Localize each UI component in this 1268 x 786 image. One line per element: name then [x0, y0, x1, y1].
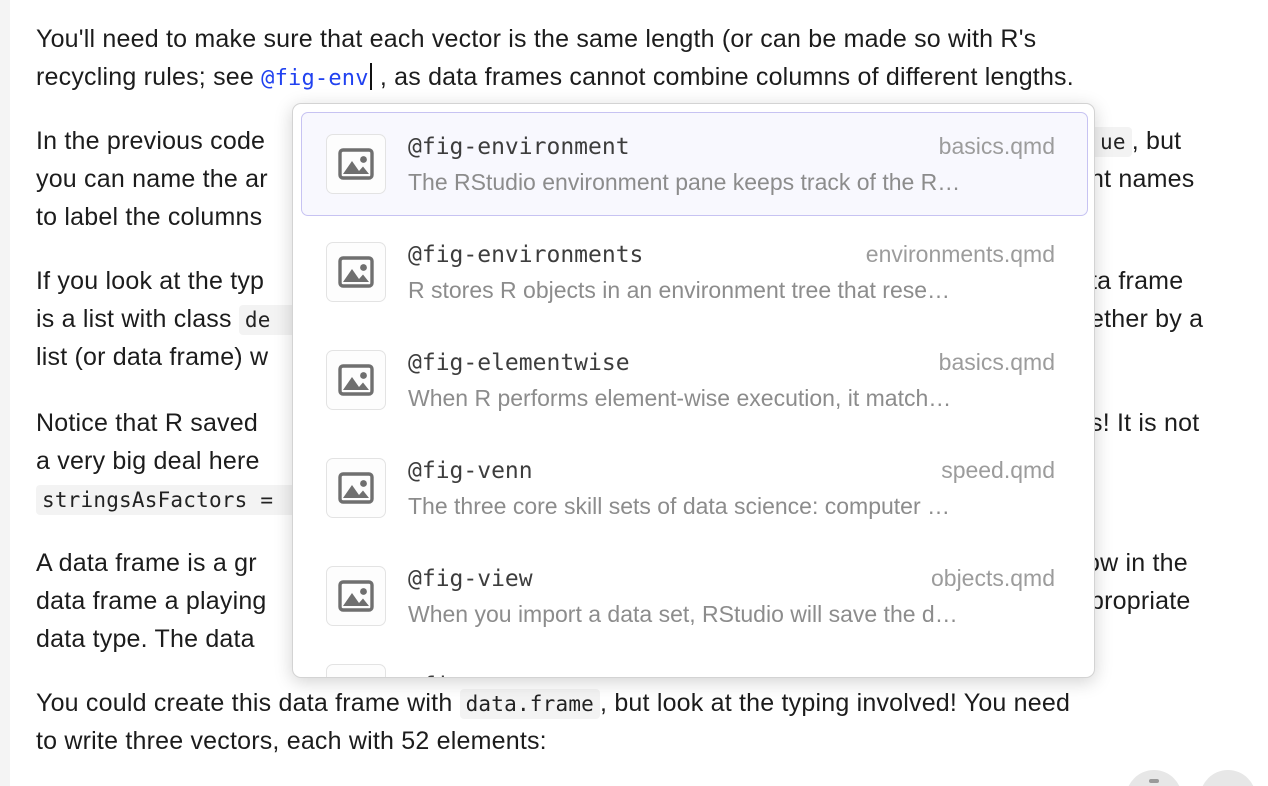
body-text: to write three vectors, each with 52 ele… — [36, 727, 547, 755]
body-text: You could create this data frame with — [36, 689, 460, 717]
body-text: ta frame — [1090, 267, 1184, 295]
body-text: s! It is not — [1090, 409, 1200, 437]
paragraph-line: You could create this data frame with da… — [36, 689, 1071, 719]
body-text: A data frame is a gr — [36, 549, 257, 577]
source-file-label: environments.qmd — [865, 240, 1055, 267]
source-file-label: speed.qmd — [941, 456, 1055, 483]
body-text: data frame a playing — [36, 587, 267, 615]
figure-caption-preview: When R performs element-wise execution, … — [408, 384, 952, 411]
autocomplete-item-fig-venn[interactable]: @fig-venn speed.qmd The three core skill… — [301, 436, 1088, 540]
paragraph-line: recycling rules; see @fig-env , as data … — [36, 63, 1074, 93]
body-text: ow in the — [1086, 549, 1188, 577]
body-text: Notice that R saved — [36, 409, 258, 437]
body-text: ether by a — [1090, 305, 1204, 333]
paragraph-line: a very big deal here — [36, 447, 260, 475]
paragraph-line: A data frame is a gr — [36, 549, 257, 577]
paragraph-line: nt names — [1090, 165, 1194, 193]
body-text: you can name the ar — [36, 165, 268, 193]
autocomplete-item-partial[interactable]: @fig- — [301, 652, 1088, 677]
autocomplete-item-fig-environments[interactable]: @fig-environments environments.qmd R sto… — [301, 220, 1088, 324]
source-file-label: objects.qmd — [930, 564, 1055, 591]
crossref-id: @fig-view — [408, 565, 533, 592]
source-file-label: basics.qmd — [938, 132, 1055, 159]
body-text: propriate — [1090, 587, 1191, 615]
paragraph-line: data frame a playing — [36, 587, 267, 615]
image-placeholder-icon — [338, 256, 374, 288]
figure-thumbnail-box — [326, 242, 386, 302]
paragraph-line: is a list with class de — [36, 305, 305, 335]
crossref-token[interactable]: @fig-env — [261, 66, 369, 91]
image-placeholder-icon — [338, 148, 374, 180]
crossref-id: @fig- — [408, 673, 477, 677]
body-text: , as data frames cannot combine columns … — [372, 63, 1074, 91]
text-cursor — [369, 63, 372, 90]
paragraph-line: ether by a — [1090, 305, 1203, 333]
body-text: nt names — [1090, 165, 1195, 193]
body-text: to label the columns — [36, 203, 263, 231]
figure-thumbnail-box — [326, 134, 386, 194]
body-text: You'll need to make sure that each vecto… — [36, 25, 1037, 53]
paragraph-line: ta frame — [1090, 267, 1183, 295]
body-text: data type. The data — [36, 625, 255, 653]
autocomplete-item-fig-environment[interactable]: @fig-environment basics.qmd The RStudio … — [301, 112, 1088, 216]
figure-caption-preview: The RStudio environment pane keeps track… — [408, 168, 961, 195]
crossref-id: @fig-environments — [408, 241, 644, 268]
image-placeholder-icon — [338, 364, 374, 396]
editor-floating-button-left[interactable] — [1126, 770, 1182, 786]
figure-thumbnail-box — [326, 350, 386, 410]
figure-caption-preview: R stores R objects in an environment tre… — [408, 276, 951, 303]
source-file-label: basics.qmd — [938, 348, 1055, 375]
body-text: , but — [1131, 127, 1182, 155]
paragraph-line: s! It is not — [1090, 409, 1199, 437]
paragraph-line: stringsAsFactors = — [36, 485, 308, 515]
paragraph-line: ue, but — [1090, 127, 1182, 157]
paragraph-line: data type. The data — [36, 625, 255, 653]
paragraph-line: ow in the — [1086, 549, 1188, 577]
editor-left-gutter — [0, 0, 10, 786]
crossref-id: @fig-environment — [408, 133, 630, 160]
paragraph-line: You'll need to make sure that each vecto… — [36, 25, 1036, 53]
body-text: If you look at the typ — [36, 267, 265, 295]
paragraph-line: propriate — [1090, 587, 1190, 615]
inline-code: ue — [1090, 127, 1132, 157]
figure-thumbnail-box — [326, 566, 386, 626]
figure-thumbnail-box — [326, 664, 386, 677]
paragraph-line: to label the columns — [36, 203, 262, 231]
inline-code: stringsAsFactors = — [36, 485, 308, 515]
body-text: list (or data frame) w — [36, 343, 269, 371]
autocomplete-item-fig-view[interactable]: @fig-view objects.qmd When you import a … — [301, 544, 1088, 648]
body-text: In the previous code — [36, 127, 266, 155]
body-text: recycling rules; see — [36, 63, 262, 91]
paragraph-line: If you look at the typ — [36, 267, 264, 295]
autocomplete-item-fig-elementwise[interactable]: @fig-elementwise basics.qmd When R perfo… — [301, 328, 1088, 432]
paragraph-line: In the previous code — [36, 127, 265, 155]
figure-thumbnail-box — [326, 458, 386, 518]
image-placeholder-icon — [338, 580, 374, 612]
paragraph-line: to write three vectors, each with 52 ele… — [36, 727, 547, 755]
figure-caption-preview: When you import a data set, RStudio will… — [408, 600, 958, 627]
crossref-id: @fig-venn — [408, 457, 533, 484]
body-text: a very big deal here — [36, 447, 260, 475]
image-placeholder-icon — [338, 472, 374, 504]
paragraph-line: list (or data frame) w — [36, 343, 268, 371]
body-text: is a list with class — [36, 305, 239, 333]
crossref-id: @fig-elementwise — [408, 349, 630, 376]
crossref-autocomplete-popup: @fig-environment basics.qmd The RStudio … — [292, 103, 1095, 678]
inline-code: data.frame — [459, 689, 601, 719]
paragraph-line: you can name the ar — [36, 165, 268, 193]
editor-floating-button-right[interactable] — [1200, 770, 1256, 786]
floating-button-icon — [1149, 779, 1159, 783]
body-text: , but look at the typing involved! You n… — [600, 689, 1071, 717]
figure-caption-preview: The three core skill sets of data scienc… — [408, 492, 951, 519]
paragraph-line: Notice that R saved — [36, 409, 258, 437]
